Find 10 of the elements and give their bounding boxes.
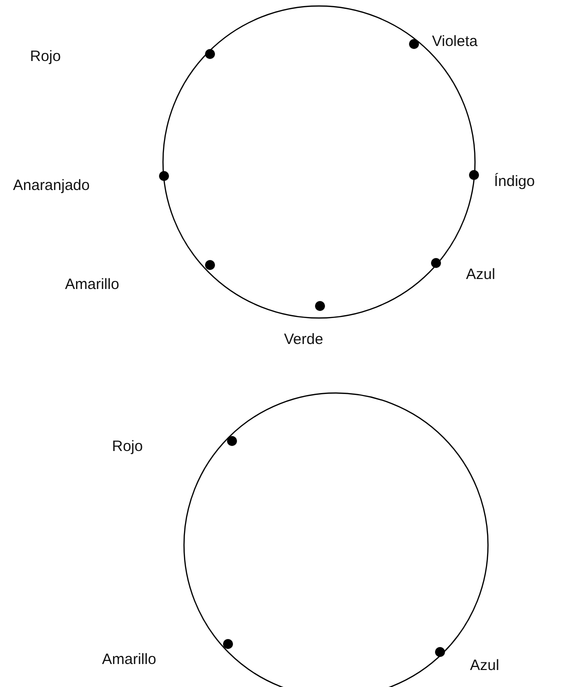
color-label: Rojo [112, 438, 143, 456]
color-label: Verde [284, 331, 324, 349]
color-label: Índigo [494, 173, 535, 191]
color-label: Azul [470, 657, 500, 675]
color-label: Violeta [432, 33, 478, 51]
color-label: Amarillo [102, 651, 156, 669]
color-label: Rojo [30, 48, 61, 66]
color-label: Amarillo [65, 276, 120, 294]
color-label: Azul [466, 266, 496, 284]
color-label: Anaranjado [13, 177, 90, 195]
